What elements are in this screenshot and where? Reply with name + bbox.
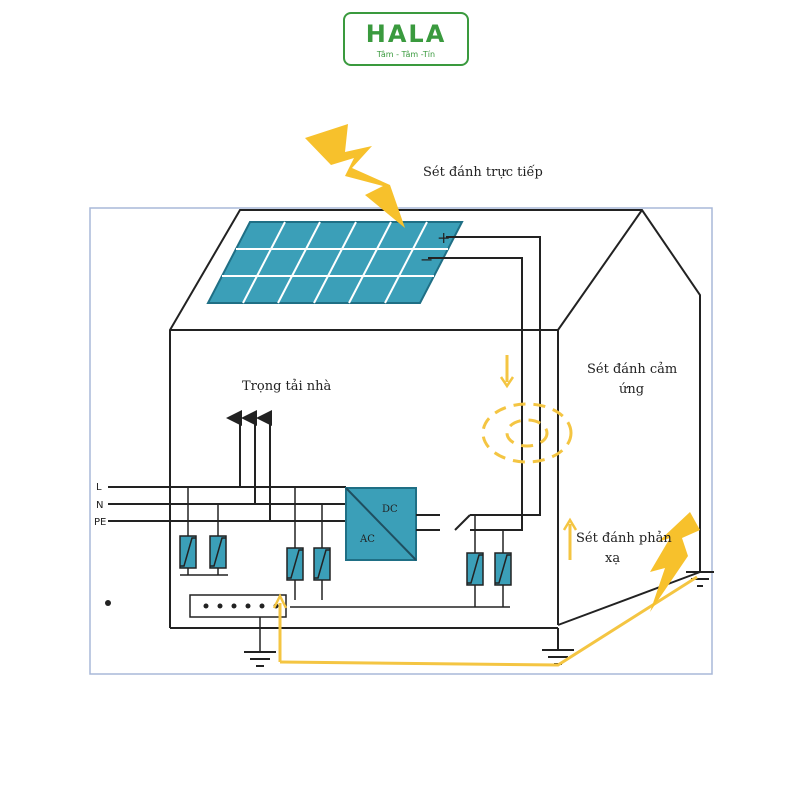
reflected-surge-path (272, 575, 698, 667)
hala-logo: HALA Tâm - Tâm -Tín (343, 12, 469, 66)
surge-protector-5 (466, 552, 484, 586)
surge-protector-6 (494, 552, 512, 586)
solar-panel (206, 221, 464, 304)
induced-surge-arrow (499, 355, 515, 389)
house-outline (169, 209, 701, 629)
surge-protector-1 (179, 535, 197, 569)
ground-symbol-center (542, 628, 574, 665)
reflected-strike-label-line2: xạ (605, 551, 620, 566)
logo-wordmark: HALA (365, 20, 447, 48)
panel-plus-label: + (437, 228, 450, 247)
home-load-label: Trọng tải nhà (242, 379, 332, 394)
spd-wiring (180, 487, 510, 652)
surge-protector-3 (286, 547, 304, 581)
direct-strike-label: Sét đánh trực tiếp (423, 164, 543, 180)
dc-switch (416, 514, 497, 531)
ac-bus-lines (108, 486, 346, 522)
reflected-lightning-bolt (650, 512, 700, 612)
diagram-frame (89, 207, 713, 675)
inverter-dc-label: DC (382, 504, 398, 515)
line-PE-label: PE (94, 517, 106, 528)
surge-protector-4 (313, 547, 331, 581)
stray-dot (105, 600, 111, 606)
inverter (345, 487, 417, 561)
logo-slogan: Tâm - Tâm -Tín (376, 50, 436, 59)
panel-minus-label: − (420, 250, 433, 269)
line-N-label: N (96, 500, 103, 511)
reflected-surge-arrow (562, 517, 578, 560)
line-L-label: L (96, 482, 102, 493)
induced-strike-label-line1: Sét đánh cảm (587, 362, 677, 377)
inverter-ac-label: AC (359, 534, 375, 545)
induced-strike-label-line2: ứng (619, 382, 644, 397)
dc-wires (428, 236, 541, 531)
surge-protector-2 (209, 535, 227, 569)
ground-symbol-left (244, 651, 276, 667)
direct-lightning-bolt (305, 124, 405, 228)
home-load-arrows (226, 410, 272, 521)
ground-busbar (189, 594, 287, 618)
induced-field-rings (481, 402, 573, 464)
reflected-strike-label-line1: Sét đánh phản (576, 531, 672, 546)
